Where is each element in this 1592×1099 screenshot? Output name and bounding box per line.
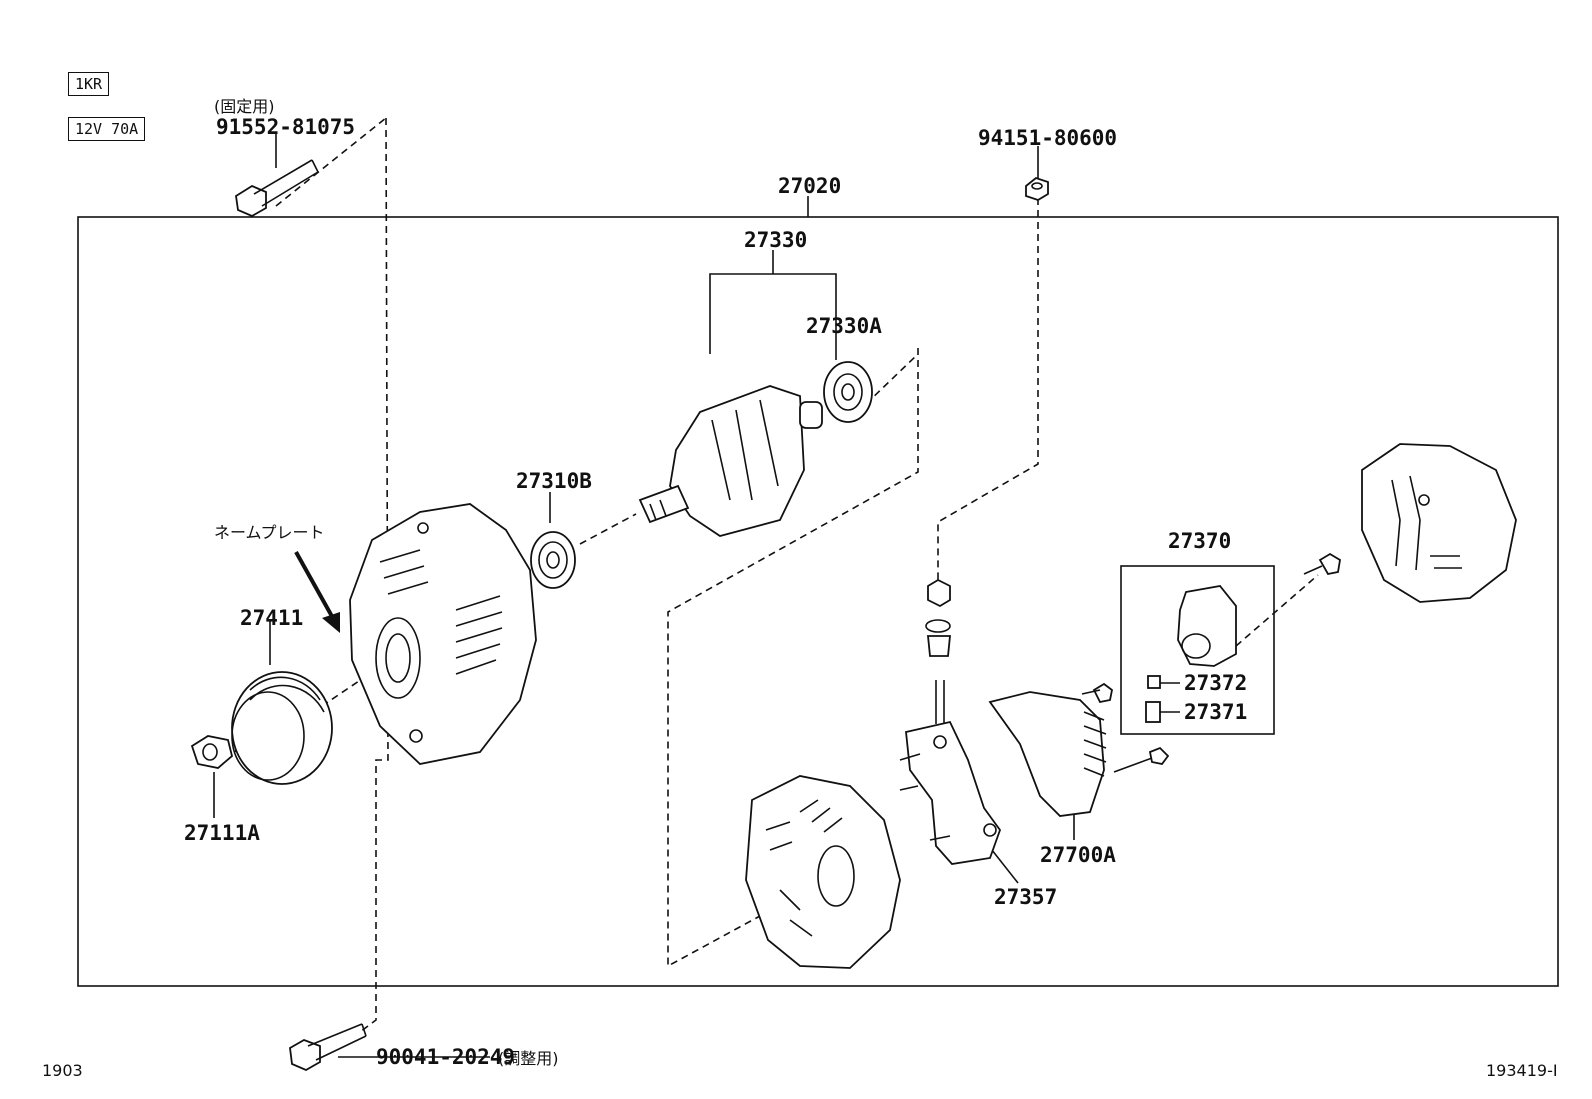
label-nut-top: 94151-80600 bbox=[978, 126, 1117, 150]
spec-tag: 12V 70A bbox=[68, 117, 146, 141]
assembly-frame bbox=[77, 216, 1559, 987]
engine-tag: 1KR bbox=[68, 72, 110, 96]
rear-end-frame bbox=[745, 775, 901, 969]
rear-bearing bbox=[823, 361, 873, 423]
label-brush-holder: 27370 bbox=[1168, 529, 1231, 553]
fix-note: (固定用) bbox=[214, 97, 275, 116]
adjusting-bolt bbox=[289, 1023, 367, 1072]
rectifier bbox=[899, 720, 1002, 865]
label-pulley: 27411 bbox=[240, 606, 303, 630]
footer-left-code: 1903 bbox=[42, 1061, 83, 1080]
label-nameplate: ネームプレート bbox=[214, 523, 325, 542]
pulley-nut bbox=[190, 735, 234, 769]
rear-cover bbox=[1361, 443, 1517, 603]
brush-holder-frame bbox=[1120, 565, 1275, 735]
label-bearing-rear: 27330A bbox=[806, 314, 882, 338]
label-brush-spring: 27372 bbox=[1184, 671, 1247, 695]
brush-holder-screw bbox=[1303, 552, 1341, 576]
terminal-nut bbox=[1025, 176, 1049, 201]
label-assembly: 27020 bbox=[778, 174, 841, 198]
label-regulator: 27700A bbox=[1040, 843, 1116, 867]
label-bolt-adjust: 90041-20249 bbox=[376, 1045, 515, 1069]
brush-holder bbox=[1145, 585, 1237, 723]
label-brush: 27371 bbox=[1184, 700, 1247, 724]
adjust-note: (調整用) bbox=[498, 1049, 559, 1068]
footer-right-code: 193419-I bbox=[1486, 1061, 1558, 1080]
drive-end-frame bbox=[349, 503, 537, 765]
label-pulley-nut: 27111A bbox=[184, 821, 260, 845]
label-rotor: 27330 bbox=[744, 228, 807, 252]
front-bearing bbox=[530, 531, 576, 589]
label-bearing-front: 27310B bbox=[516, 469, 592, 493]
label-rectifier: 27357 bbox=[994, 885, 1057, 909]
pulley bbox=[231, 671, 333, 785]
label-bolt-fix: 91552-81075 bbox=[216, 115, 355, 139]
voltage-regulator bbox=[988, 682, 1170, 817]
fixing-bolt bbox=[235, 159, 319, 218]
rotor bbox=[638, 385, 823, 537]
terminal-insulator bbox=[925, 578, 951, 724]
